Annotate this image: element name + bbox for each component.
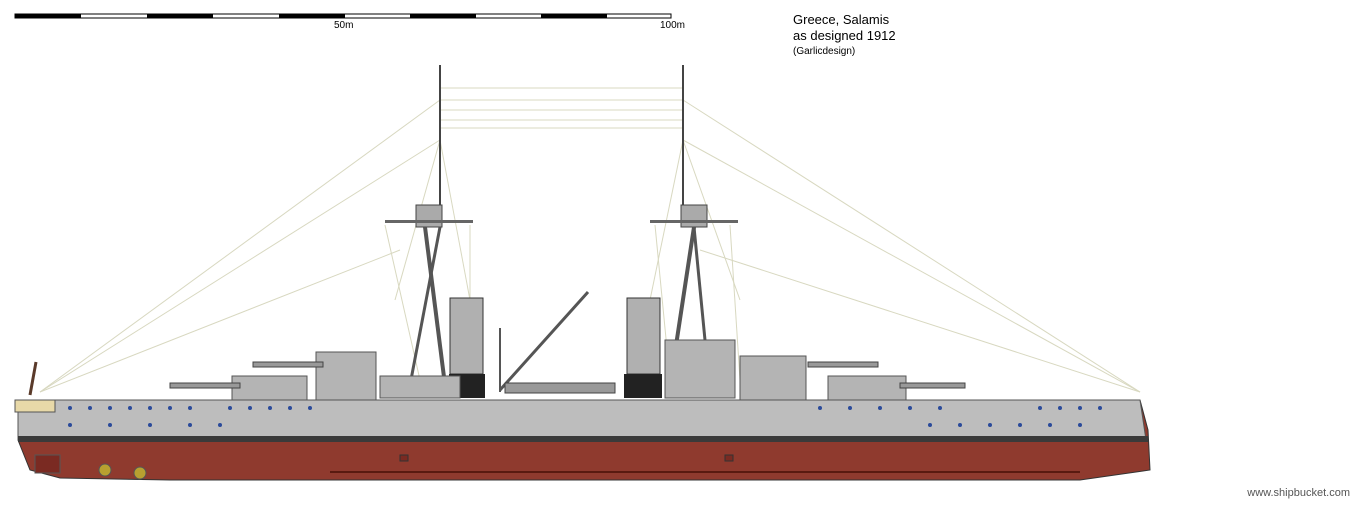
watermark: www.shipbucket.com [1247, 487, 1350, 499]
scale-label-50m: 50m [334, 20, 354, 31]
boat-crane [498, 290, 616, 394]
fore-mast [385, 65, 473, 386]
scale-bar [14, 13, 672, 19]
main-guns [169, 361, 966, 389]
propellers [34, 454, 147, 480]
scale-label-100m: 100m [660, 20, 686, 31]
main-mast [650, 65, 738, 386]
rigging-lines [39, 87, 1141, 393]
caption-credit: (Garlicdesign) [793, 46, 856, 57]
hull [14, 361, 1151, 481]
caption-subtitle: as designed 1912 [793, 28, 896, 43]
portholes [68, 406, 1102, 427]
superstructure [231, 339, 907, 401]
caption-title: Greece, Salamis [793, 12, 890, 27]
aft-funnel [624, 297, 662, 398]
